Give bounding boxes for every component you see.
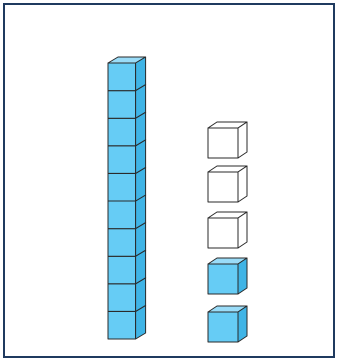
empty-unit-cube (208, 166, 247, 202)
rod-unit (108, 57, 146, 91)
empty-unit-cube-side-face (238, 166, 247, 202)
rod-unit-front-face (108, 91, 136, 119)
shaded-unit-cube-side-face (238, 306, 247, 342)
empty-unit-cube-side-face (238, 122, 247, 158)
rod-unit-front-face (108, 146, 136, 174)
rod-unit-front-face (108, 256, 136, 284)
rod-unit-front-face (108, 284, 136, 312)
ten-rod (108, 57, 146, 339)
rod-unit-front-face (108, 311, 136, 339)
rod-unit-side-face (136, 57, 146, 91)
empty-unit-cube-front-face (208, 128, 238, 158)
shaded-unit-cube-front-face (208, 312, 238, 342)
shaded-unit-cube-front-face (208, 264, 238, 294)
empty-unit-cube-front-face (208, 172, 238, 202)
empty-unit-cube (208, 122, 247, 158)
unit-cubes (208, 122, 247, 342)
rod-unit-front-face (108, 201, 136, 229)
rod-unit-front-face (108, 229, 136, 257)
shaded-unit-cube (208, 258, 247, 294)
empty-unit-cube-front-face (208, 218, 238, 248)
empty-unit-cube (208, 212, 247, 248)
rod-unit-front-face (108, 173, 136, 201)
shaded-unit-cube (208, 306, 247, 342)
empty-unit-cube-side-face (238, 212, 247, 248)
rod-unit-front-face (108, 118, 136, 146)
rod-unit-front-face (108, 63, 136, 91)
shaded-unit-cube-side-face (238, 258, 247, 294)
